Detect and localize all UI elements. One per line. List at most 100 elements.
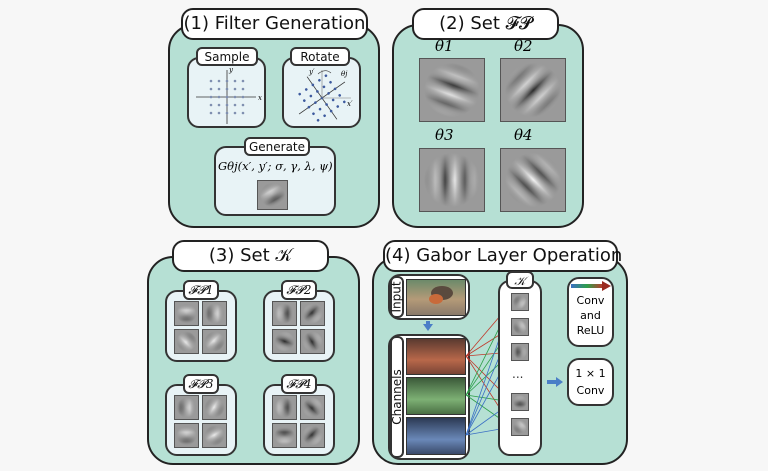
input-label: Input	[390, 276, 404, 318]
theta-label-1: θ1	[435, 37, 454, 55]
sample-dot	[241, 87, 245, 91]
sample-label: Sample	[196, 47, 258, 66]
k-ellipsis: ...	[512, 367, 524, 381]
sample-dot	[241, 111, 245, 115]
rotated-dot	[324, 74, 328, 78]
sample-dot	[233, 111, 237, 115]
k-label: 𝒦	[506, 271, 534, 289]
conv1x1-box	[567, 358, 614, 406]
k-column-filter	[511, 343, 529, 361]
k-set-3-filter	[202, 395, 227, 420]
sample-axis-x: x	[258, 94, 262, 102]
sample-box	[187, 57, 266, 128]
generate-label: Generate	[244, 137, 310, 156]
k-set-4-filter	[272, 395, 297, 420]
rotated-dot	[303, 99, 306, 102]
k-set-2-filter	[272, 301, 297, 326]
k-set-1-filter	[174, 301, 199, 326]
k-set-2-filter	[300, 329, 325, 354]
rotated-dot	[325, 103, 328, 106]
conv1x1-line2: Conv	[576, 384, 605, 397]
sample-dot	[233, 87, 237, 91]
conv-relu-line3: ReLU	[576, 324, 605, 337]
rotated-dot	[316, 90, 319, 93]
sample-axis-y: y	[228, 66, 234, 74]
sample-dot	[217, 111, 221, 115]
sample-grid-plot: x y	[196, 66, 262, 124]
sample-dot	[225, 87, 229, 91]
rotated-dot	[342, 100, 346, 104]
input-to-channels-arrow	[423, 321, 433, 331]
rotated-dot	[304, 88, 308, 91]
gabor-filter-theta-1	[419, 58, 485, 122]
sample-dot	[233, 103, 237, 107]
k-set-1-filter	[174, 329, 199, 354]
sample-dot	[209, 79, 213, 83]
sample-dot	[225, 95, 229, 99]
sample-dot	[225, 79, 229, 83]
k-column-filter	[511, 393, 529, 411]
gabor-filter-theta-3	[419, 148, 485, 212]
sample-dot	[209, 87, 213, 91]
k-set-4-filter	[300, 423, 325, 448]
channel-blue-image	[406, 417, 466, 455]
k-column-filter	[511, 318, 529, 336]
rotated-dot	[318, 79, 321, 82]
sample-dot	[209, 111, 213, 115]
k-set-3-filter	[202, 423, 227, 448]
sample-dot	[241, 103, 245, 107]
to-conv1x1-arrow	[547, 377, 563, 387]
k-set-2-filter	[272, 329, 297, 354]
panel-title-gabor-layer: (4) Gabor Layer Operation	[383, 240, 622, 272]
gabor-filter-theta-4	[500, 148, 566, 212]
gabor-formula: Gθj(x′, y′; σ, γ, λ, ψ)	[218, 159, 333, 173]
k-set-1-filter	[202, 301, 227, 326]
rotated-dot	[311, 83, 315, 87]
input-bird-image	[406, 279, 466, 316]
sample-dot	[217, 95, 221, 99]
fp1-label: 𝓕𝓟1	[183, 280, 219, 300]
rotate-axis-y-prime: y′	[308, 68, 315, 76]
rotated-dot	[329, 109, 333, 113]
channel-green-image	[406, 377, 466, 415]
k-set-3-filter	[174, 423, 199, 448]
sample-dot	[209, 103, 213, 107]
conv-relu-line2: and	[580, 309, 601, 322]
rotate-grid-plot: θj x′ y′	[298, 68, 353, 122]
theta-label-2: θ2	[514, 37, 533, 55]
rotated-dot	[338, 94, 341, 97]
rotated-dot	[316, 118, 320, 122]
theta-label-3: θ3	[435, 126, 454, 144]
sample-dot	[233, 79, 237, 83]
gabor-filter-theta-2	[500, 58, 566, 122]
rotated-dot	[322, 85, 326, 89]
rotated-dot	[323, 114, 326, 117]
conv1x1-line1: 1 × 1	[575, 367, 606, 380]
k-column-filter	[511, 293, 529, 311]
sample-dot	[217, 87, 221, 91]
panel-title-set-k: (3) Set 𝒦	[172, 240, 329, 272]
rotate-axis-x-prime: x′	[347, 100, 353, 108]
fp3-label: 𝓕𝓟3	[183, 374, 219, 394]
sample-dot	[225, 111, 229, 115]
rotated-dot	[307, 105, 311, 109]
rotated-dot	[318, 107, 322, 111]
sample-dot	[217, 79, 221, 83]
rotated-dot	[298, 92, 302, 96]
theta-label-4: θ4	[514, 126, 533, 144]
fp4-label: 𝓕𝓟4	[281, 374, 317, 394]
rotated-dot	[333, 87, 337, 91]
rotated-dot	[314, 101, 317, 104]
sample-dot	[241, 79, 245, 83]
rotated-dot	[312, 112, 315, 116]
rotated-dot	[327, 92, 330, 95]
k-set-2-filter	[300, 301, 325, 326]
conv-relu-arrow	[571, 281, 611, 291]
channels-label: Channels	[390, 336, 404, 458]
rotated-dot	[329, 80, 332, 84]
k-set-4-filter	[300, 395, 325, 420]
rotate-label: Rotate	[290, 47, 350, 66]
generated-gabor-filter	[257, 180, 288, 210]
sample-dot	[233, 95, 237, 99]
rotated-dot	[331, 98, 335, 102]
